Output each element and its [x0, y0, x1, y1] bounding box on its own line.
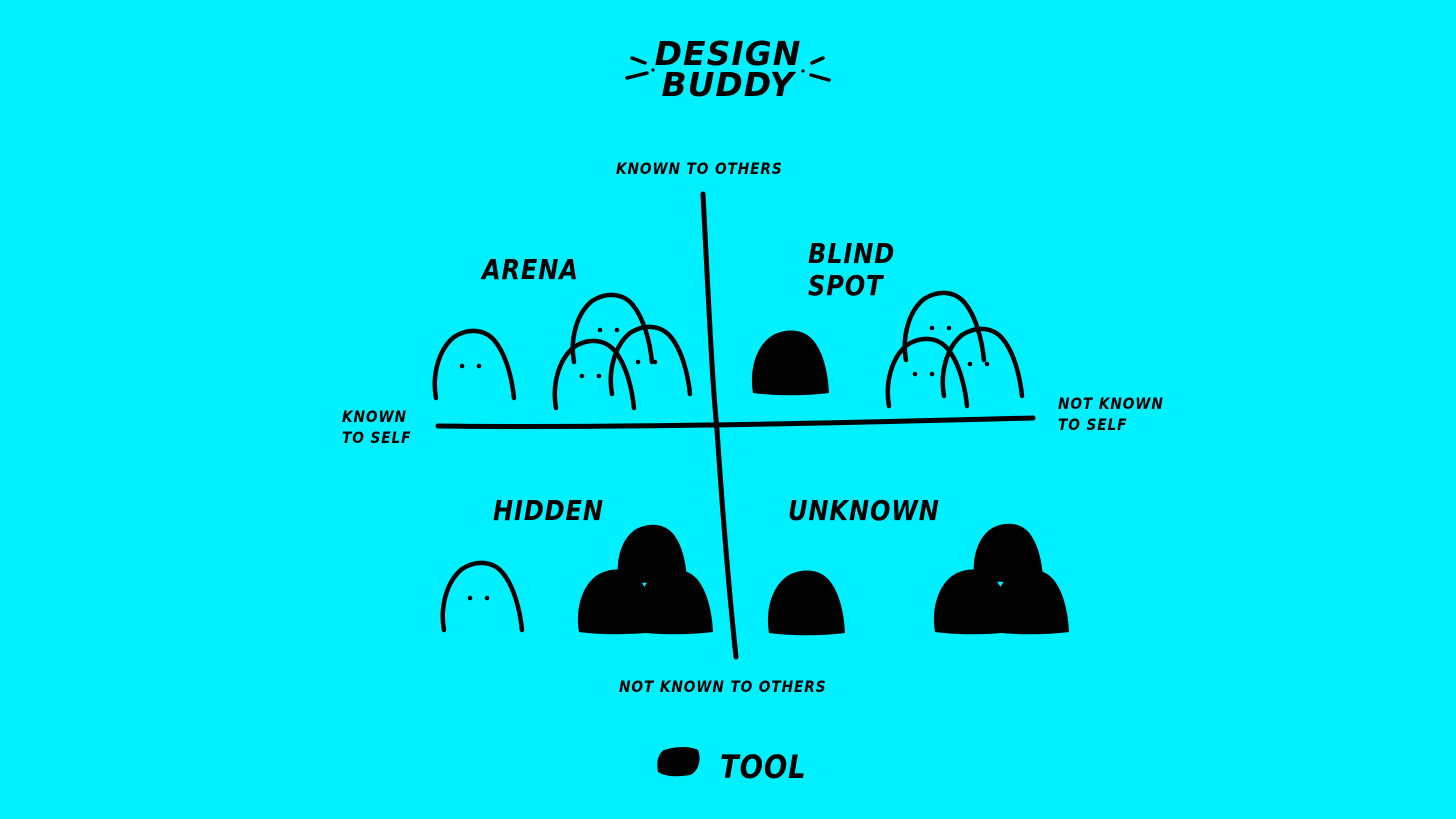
arena-person-single: [435, 331, 514, 398]
axis-label-left-line-1: KNOWN: [342, 407, 407, 426]
axis-label-bottom: NOT KNOWN TO OTHERS: [619, 677, 827, 696]
axis-label-left: KNOWN TO SELF: [342, 406, 411, 448]
arena-person-group: [555, 295, 690, 408]
legend-label: TOOL: [720, 748, 807, 786]
axis-label-right: NOT KNOWN TO SELF: [1058, 393, 1164, 435]
blind-spot-line-2: SPOT: [808, 269, 884, 302]
quadrant-label-arena: ARENA: [482, 253, 579, 286]
quadrant-label-hidden: HIDDEN: [493, 494, 604, 527]
axis-label-right-line-1: NOT KNOWN: [1058, 394, 1164, 413]
axis-label-top: KNOWN TO OTHERS: [616, 159, 783, 178]
title-line-2: BUDDY: [661, 65, 795, 104]
filled-blob-icon: [657, 747, 700, 777]
hidden-tool-group: [577, 524, 713, 635]
blind-spot-line-1: BLIND: [808, 237, 896, 270]
title-flourish-left: [625, 56, 655, 80]
unknown-tool-single: [767, 570, 845, 636]
quadrant-label-blind-spot: BLIND SPOT: [808, 238, 895, 302]
hidden-person-single: [443, 563, 522, 630]
vertical-axis-line: [700, 191, 739, 660]
horizontal-axis-line: [435, 415, 1036, 430]
title-line-1: DESIGN: [654, 34, 802, 73]
page-title: DESIGN BUDDY: [0, 34, 1456, 104]
title-flourish-right: [801, 56, 831, 82]
axis-label-left-line-2: TO SELF: [342, 428, 412, 447]
axis-label-right-line-2: TO SELF: [1058, 415, 1128, 434]
unknown-tool-group: [933, 523, 1069, 635]
quadrant-label-unknown: UNKNOWN: [788, 494, 940, 527]
blind-spot-tool: [751, 330, 829, 396]
blind-spot-person-group: [888, 293, 1022, 406]
